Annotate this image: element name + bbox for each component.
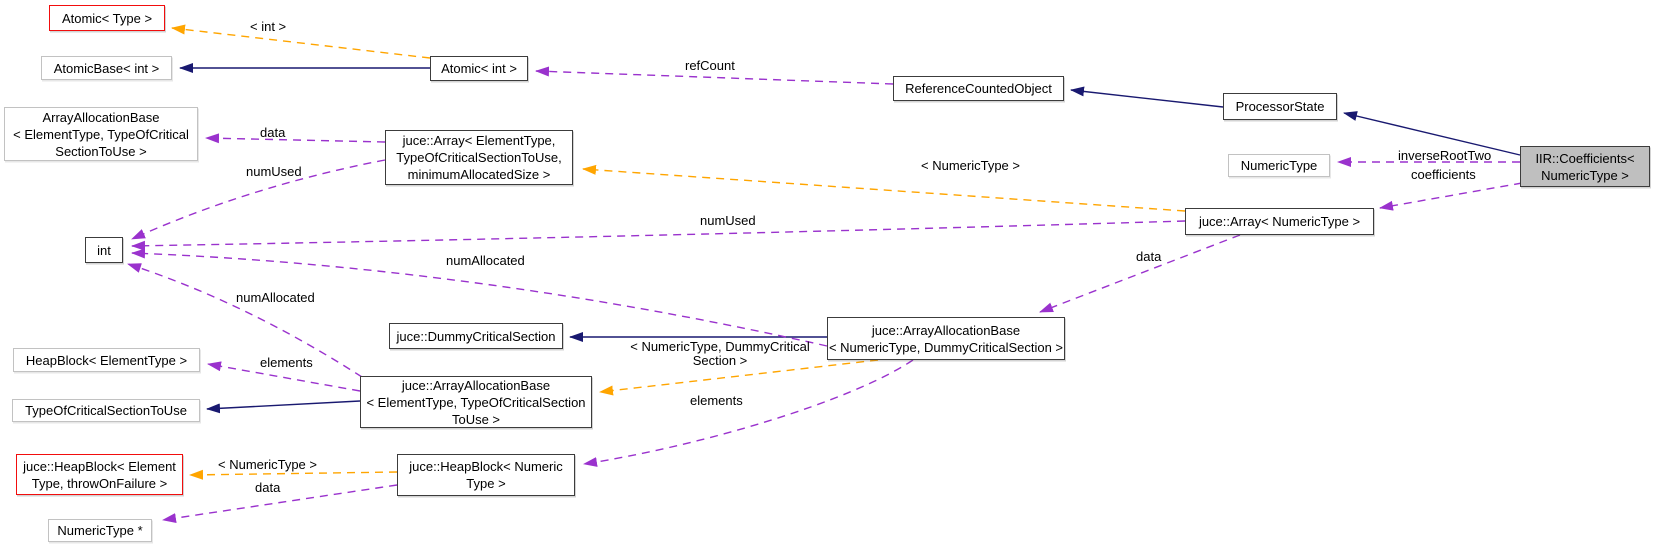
node-iir-coefficients[interactable]: IIR::Coefficients< NumericType > [1520, 146, 1650, 187]
edge-template-arraynt-arraygeneric [582, 164, 1186, 212]
edge-usage-elements-numeric [583, 359, 914, 467]
node-juce-dummy-critical-section[interactable]: juce::DummyCriticalSection [389, 323, 563, 349]
node-reference-counted-object[interactable]: ReferenceCountedObject [893, 76, 1064, 101]
edge-inherit-coefficients-processorstate [1343, 111, 1521, 156]
edge-usage-numused-numeric [131, 220, 1186, 251]
node-arrayallocationbase-generic-gray[interactable]: ArrayAllocationBase < ElementType, TypeO… [4, 107, 198, 161]
edge-usage-data-heapblock [162, 484, 398, 524]
node-juce-heapblock-numeric[interactable]: juce::HeapBlock< Numeric Type > [397, 454, 575, 496]
node-int[interactable]: int [85, 237, 123, 263]
node-atomic-type[interactable]: Atomic< Type > [49, 5, 165, 31]
edge-usage-numallocated-generic [127, 263, 363, 378]
node-numeric-type[interactable]: NumericType [1228, 154, 1330, 177]
edge-usage-numused-generic [131, 159, 386, 240]
edge-template-atomicint-atomictype [171, 24, 431, 59]
edge-usage-data-numeric [1039, 234, 1241, 313]
node-juce-arrayallocationbase-numeric[interactable]: juce::ArrayAllocationBase < NumericType,… [827, 317, 1065, 360]
node-atomicbase-int[interactable]: AtomicBase< int > [41, 56, 172, 80]
edge-usage-data-generic [205, 133, 386, 144]
edge-inherit-processorstate-refcounted [1070, 86, 1224, 108]
node-atomic-int[interactable]: Atomic< int > [430, 56, 528, 81]
edge-template-arrayallocnt-arrayallocet [599, 359, 879, 396]
node-juce-heapblock-generic[interactable]: juce::HeapBlock< Element Type, throwOnFa… [16, 454, 183, 495]
edge-inherit-arrayallocet-typeofcritical [206, 400, 361, 414]
node-heapblock-elementtype[interactable]: HeapBlock< ElementType > [13, 348, 200, 372]
node-numeric-type-ptr[interactable]: NumericType * [48, 519, 152, 542]
edge-template-heapblocknt-heapblockgeneric [189, 469, 398, 480]
node-processor-state[interactable]: ProcessorState [1223, 93, 1337, 120]
edge-usage-coefficients [1379, 182, 1523, 211]
node-juce-array-generic[interactable]: juce::Array< ElementType, TypeOfCritical… [385, 130, 573, 185]
node-juce-arrayallocationbase-generic[interactable]: juce::ArrayAllocationBase < ElementType,… [360, 376, 592, 428]
edge-usage-refcount [535, 66, 894, 85]
edge-usage-elements-generic [207, 361, 361, 392]
node-type-of-critical-section-to-use[interactable]: TypeOfCriticalSectionToUse [12, 399, 200, 422]
node-juce-array-numeric[interactable]: juce::Array< NumericType > [1185, 208, 1374, 235]
edge-usage-numallocated-numeric [131, 248, 828, 347]
